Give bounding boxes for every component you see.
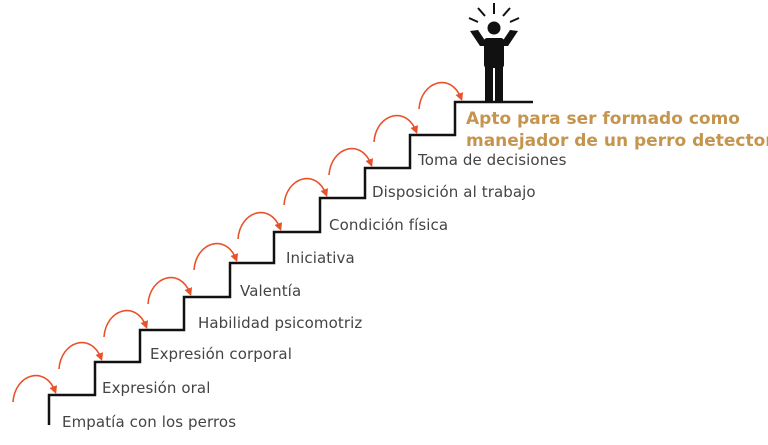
celebrating-person-icon	[468, 3, 520, 102]
step-label-disposicion: Disposición al trabajo	[372, 183, 536, 201]
curved-arrow-icon	[12, 374, 58, 403]
stair-line	[47, 100, 533, 425]
step-label-toma-decisiones: Toma de decisiones	[418, 151, 567, 169]
curved-arrow-icon	[237, 211, 283, 240]
goal-line-1: Apto para ser formado como	[466, 109, 740, 129]
step-label-habilidad-psicomotriz: Habilidad psicomotriz	[198, 314, 363, 332]
step-label-iniciativa: Iniciativa	[286, 249, 355, 267]
step-label-valentia: Valentía	[240, 282, 302, 300]
goal-line-2: manejador de un perro detector	[466, 131, 768, 151]
step-label-expresion-corporal: Expresión corporal	[150, 345, 292, 363]
curved-arrow-icon	[103, 309, 149, 338]
curved-arrow-icon	[193, 242, 239, 271]
arrow-group	[12, 81, 464, 403]
goal-text: Apto para ser formado como manejador de …	[466, 108, 768, 152]
curved-arrow-icon	[283, 177, 329, 206]
curved-arrow-icon	[373, 114, 419, 143]
step-label-expresion-oral: Expresión oral	[102, 379, 211, 397]
curved-arrow-icon	[58, 341, 104, 370]
curved-arrow-icon	[147, 276, 193, 305]
step-label-empatia: Empatía con los perros	[62, 413, 237, 431]
curved-arrow-icon	[328, 147, 374, 176]
curved-arrow-icon	[418, 81, 464, 110]
step-label-condicion-fisica: Condición física	[329, 216, 449, 234]
